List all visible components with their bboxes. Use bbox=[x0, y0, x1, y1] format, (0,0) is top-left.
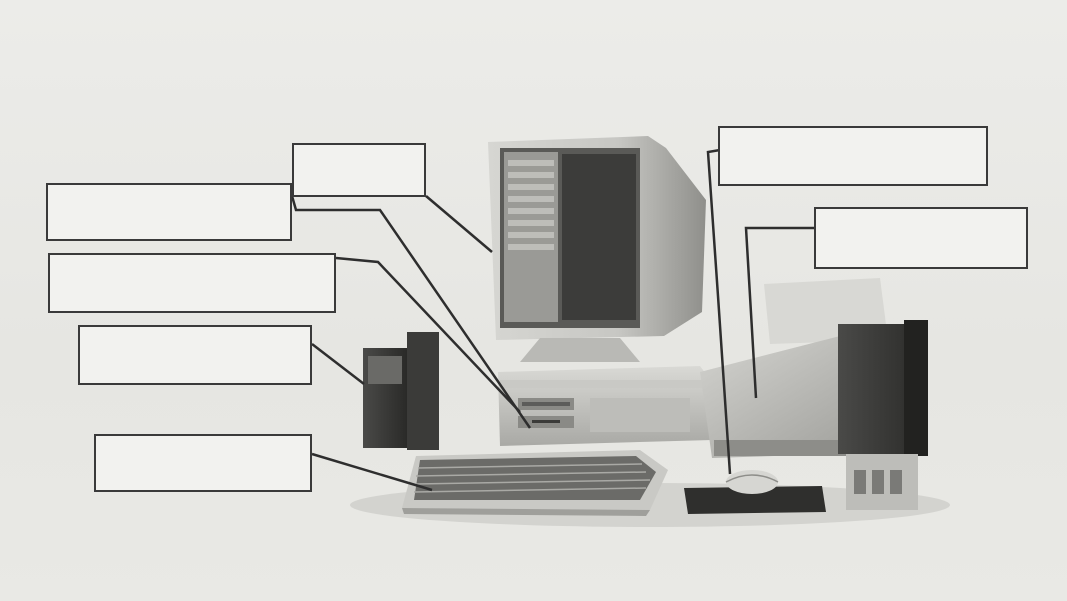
leader-line-cd-rom-drive bbox=[335, 256, 521, 413]
label-speaker[interactable] bbox=[78, 325, 312, 385]
label-monitor[interactable] bbox=[292, 143, 426, 197]
floppy-drive-icon bbox=[518, 416, 574, 428]
leader-line-monitor bbox=[425, 195, 493, 253]
leader-line-floppy-drive bbox=[290, 195, 532, 429]
leader-line-mouse bbox=[706, 148, 732, 475]
leader-line-printer bbox=[744, 226, 816, 399]
leader-line-speaker bbox=[311, 343, 365, 385]
label-printer[interactable] bbox=[814, 207, 1028, 269]
mouse-icon bbox=[684, 470, 826, 514]
system-unit-icon bbox=[498, 366, 712, 446]
monitor-icon bbox=[488, 136, 706, 362]
leader-line-keyboard bbox=[311, 452, 433, 492]
label-keyboard[interactable] bbox=[94, 434, 312, 492]
keyboard-icon bbox=[402, 450, 668, 516]
leader-lines bbox=[290, 148, 816, 492]
label-cd-rom-drive[interactable] bbox=[48, 253, 336, 313]
cd-rom-drive-icon bbox=[518, 398, 574, 410]
label-mouse[interactable] bbox=[718, 126, 988, 186]
label-floppy-drive[interactable] bbox=[46, 183, 292, 241]
subwoofer-icon bbox=[838, 320, 928, 510]
speaker-icon bbox=[363, 332, 439, 450]
